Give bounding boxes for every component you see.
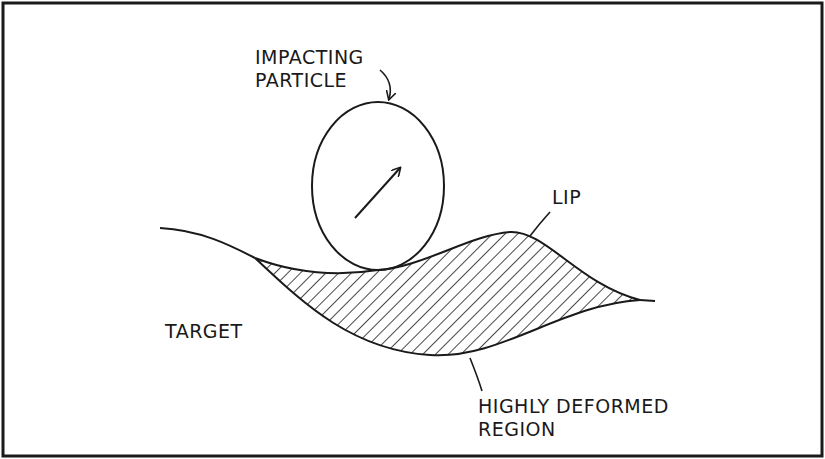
callout-label: TARGET xyxy=(165,320,285,343)
target-surface xyxy=(160,228,255,258)
leader-line xyxy=(380,70,390,99)
velocity-arrow xyxy=(355,168,400,218)
particle-circle xyxy=(312,102,444,270)
callout-label: LIP xyxy=(552,186,632,209)
frame-border xyxy=(3,3,822,456)
leader-line xyxy=(470,358,482,391)
deformed-region xyxy=(255,232,640,355)
leader-line xyxy=(530,212,550,236)
callout-label: HIGHLY DEFORMED REGION xyxy=(478,395,693,441)
target-surface xyxy=(640,300,655,301)
callout-label: IMPACTING PARTICLE xyxy=(255,46,395,92)
